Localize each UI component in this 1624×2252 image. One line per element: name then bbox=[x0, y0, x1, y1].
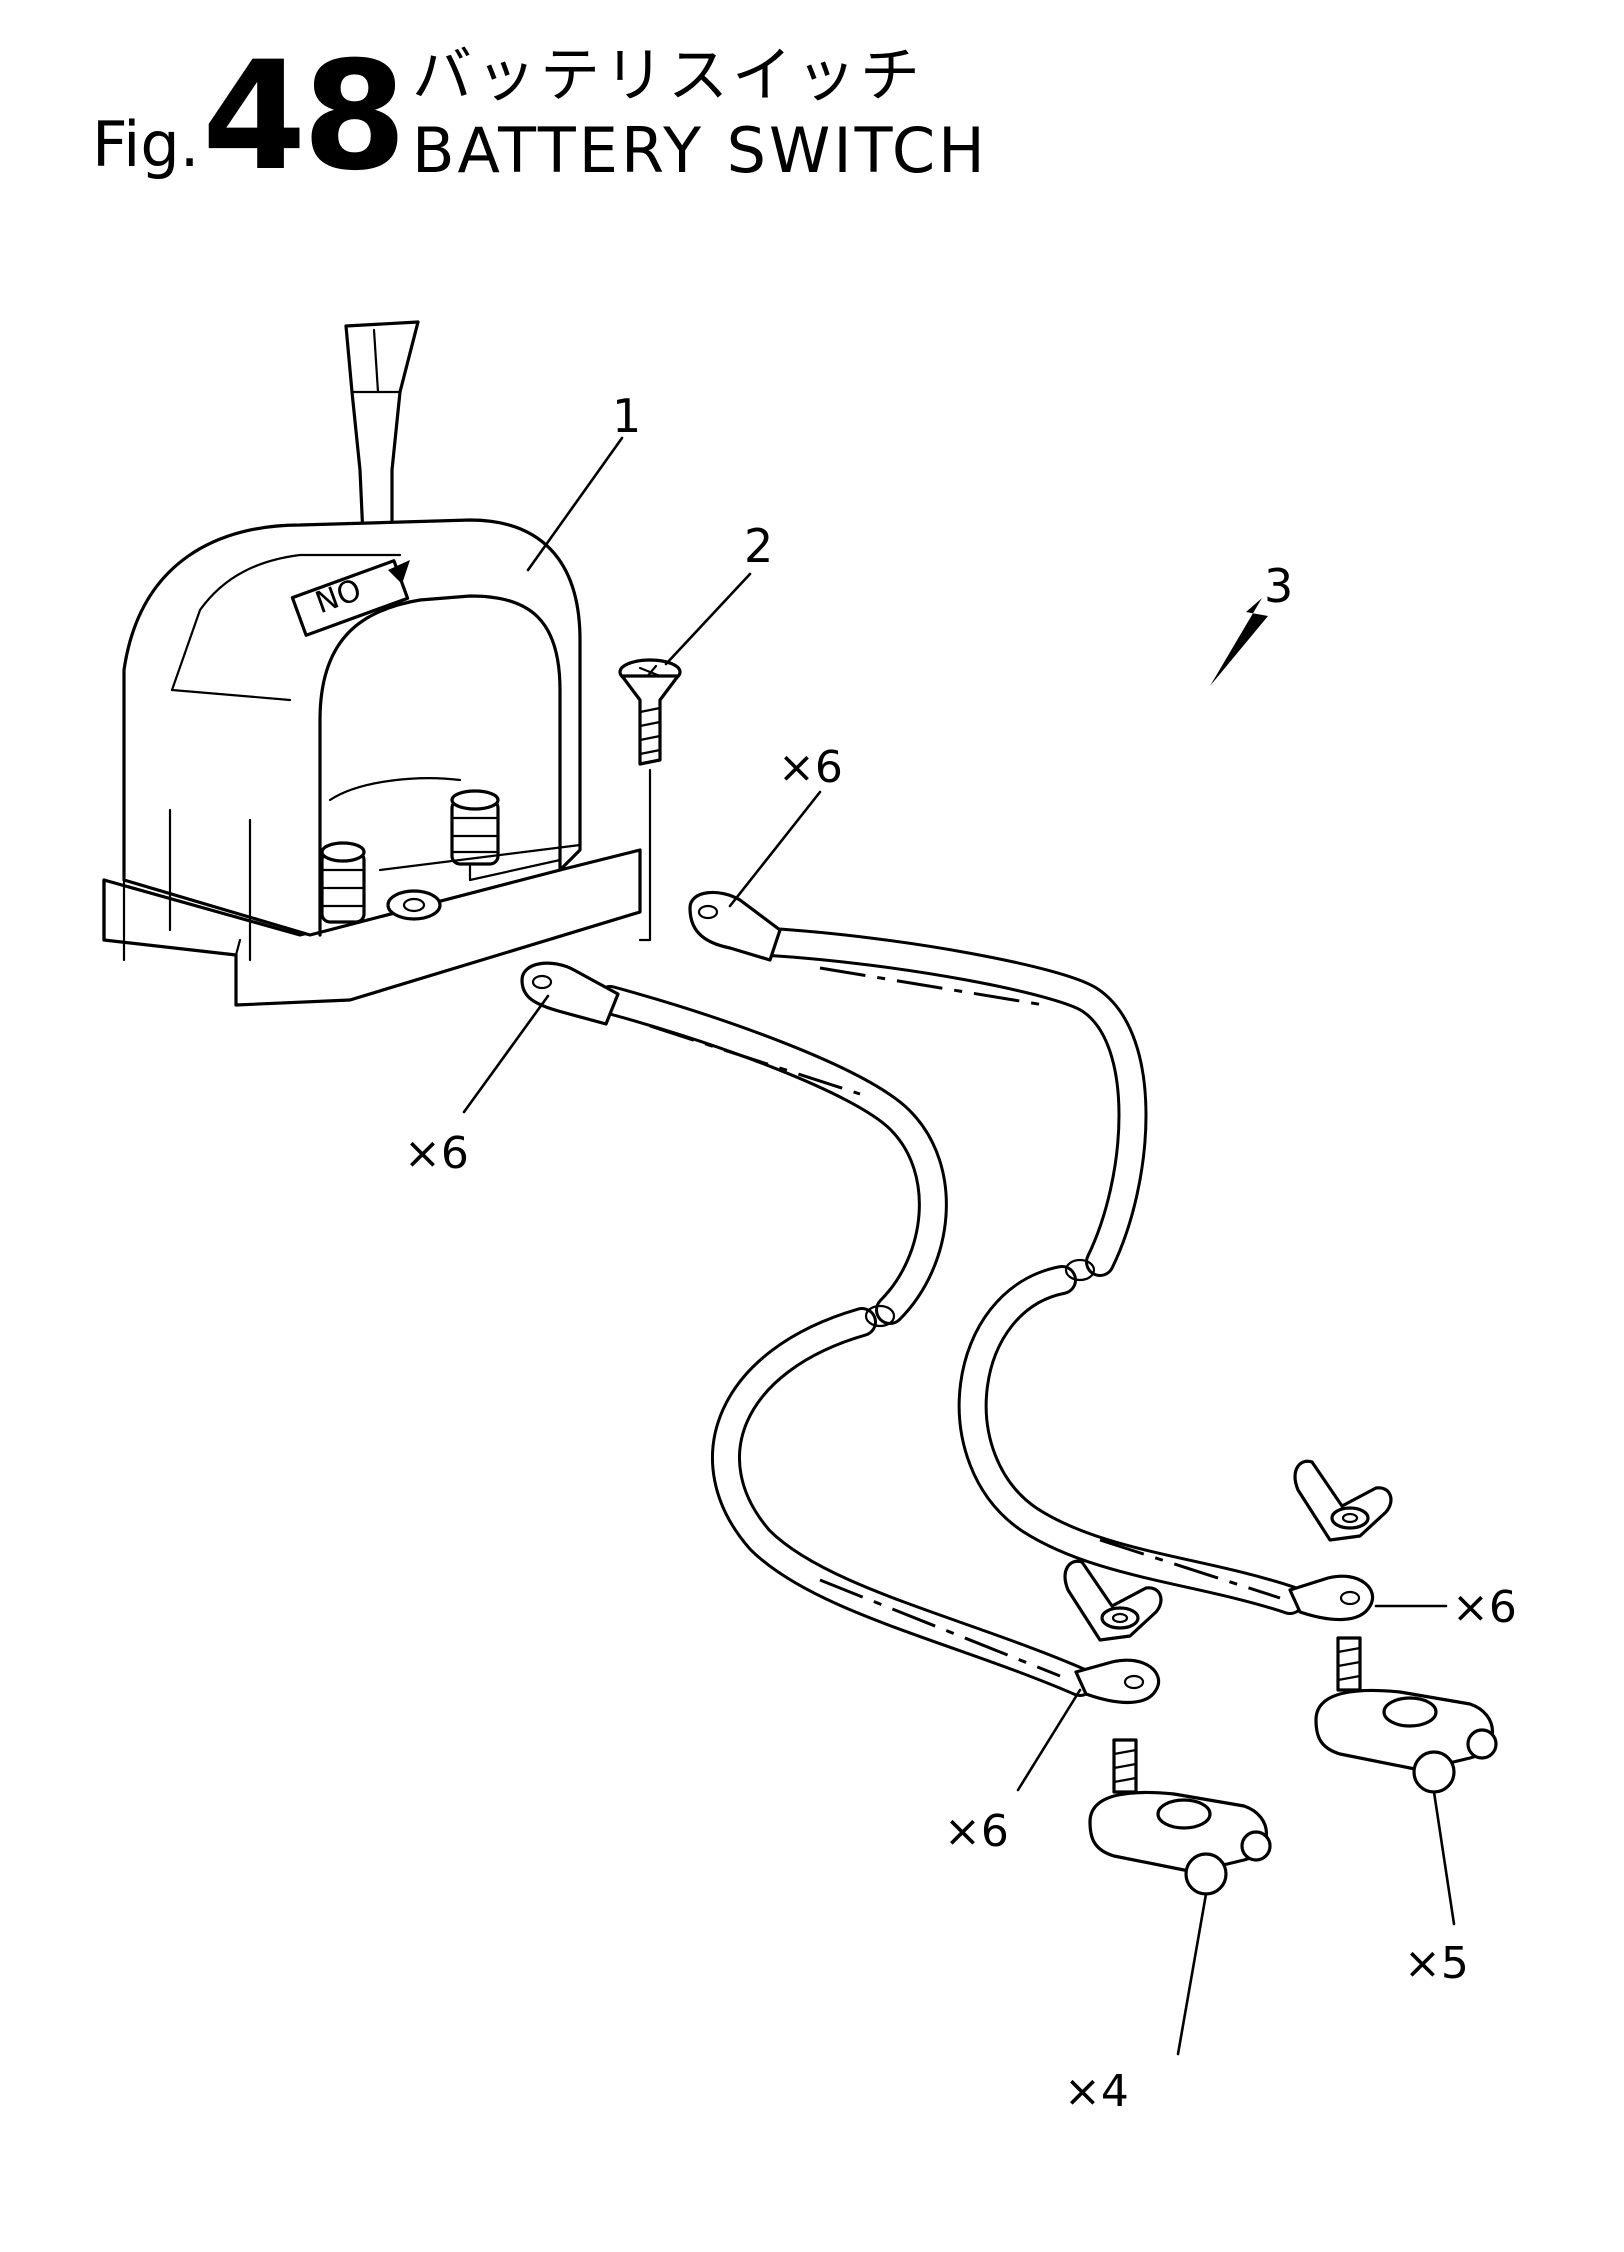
switch-terminal-post-left bbox=[320, 841, 442, 924]
figure-number: 48 bbox=[202, 30, 403, 204]
callout-clamp-left: ×4 bbox=[1064, 2066, 1129, 2117]
callout-terminal-right: ×6 bbox=[1452, 1582, 1517, 1633]
part-3-direction-arrow bbox=[1210, 598, 1268, 686]
on-indicator-plate: ON bbox=[290, 559, 410, 637]
battery-clamp-left bbox=[1088, 1738, 1272, 1896]
wing-nut-left bbox=[1063, 1559, 1163, 1642]
figure-header: Fig. 48 バッテリスイッチ BATTERY SWITCH bbox=[92, 30, 988, 204]
cable-lower-ring-terminal-battery-end bbox=[1074, 1658, 1161, 1705]
callout-terminal-left: ×6 bbox=[944, 1806, 1009, 1857]
cable-lower-ring-terminal-switch-end bbox=[520, 961, 620, 1026]
figure-prefix: Fig. bbox=[92, 108, 199, 181]
leader-lines bbox=[462, 436, 1456, 2056]
figure-title-japanese: バッテリスイッチ bbox=[412, 41, 924, 111]
switch-terminal-post-right bbox=[450, 789, 562, 882]
cable-upper-ring-terminal-switch-end bbox=[688, 890, 782, 962]
callout-part-2: 2 bbox=[744, 519, 773, 573]
callout-cable-left: ×6 bbox=[404, 1128, 469, 1179]
battery-switch-body: ON bbox=[102, 320, 642, 1007]
figure-title-english: BATTERY SWITCH bbox=[412, 114, 988, 187]
mounting-screw bbox=[618, 658, 682, 942]
battery-cable-lower bbox=[520, 961, 1161, 1705]
callout-part-3: 3 bbox=[1264, 559, 1293, 613]
callout-clamp-right: ×5 bbox=[1404, 1938, 1469, 1989]
cable-upper-ring-terminal-battery-end bbox=[1288, 1574, 1375, 1622]
battery-clamp-right bbox=[1314, 1636, 1498, 1794]
callout-labels: 1 2 3 ×6 ×6 ×6 ×6 ×5 ×4 bbox=[404, 389, 1517, 2117]
wing-nut-right bbox=[1293, 1459, 1393, 1542]
callout-part-1: 1 bbox=[612, 389, 641, 443]
battery-cable-upper bbox=[688, 890, 1375, 1622]
callout-cable-top: ×6 bbox=[778, 742, 843, 793]
